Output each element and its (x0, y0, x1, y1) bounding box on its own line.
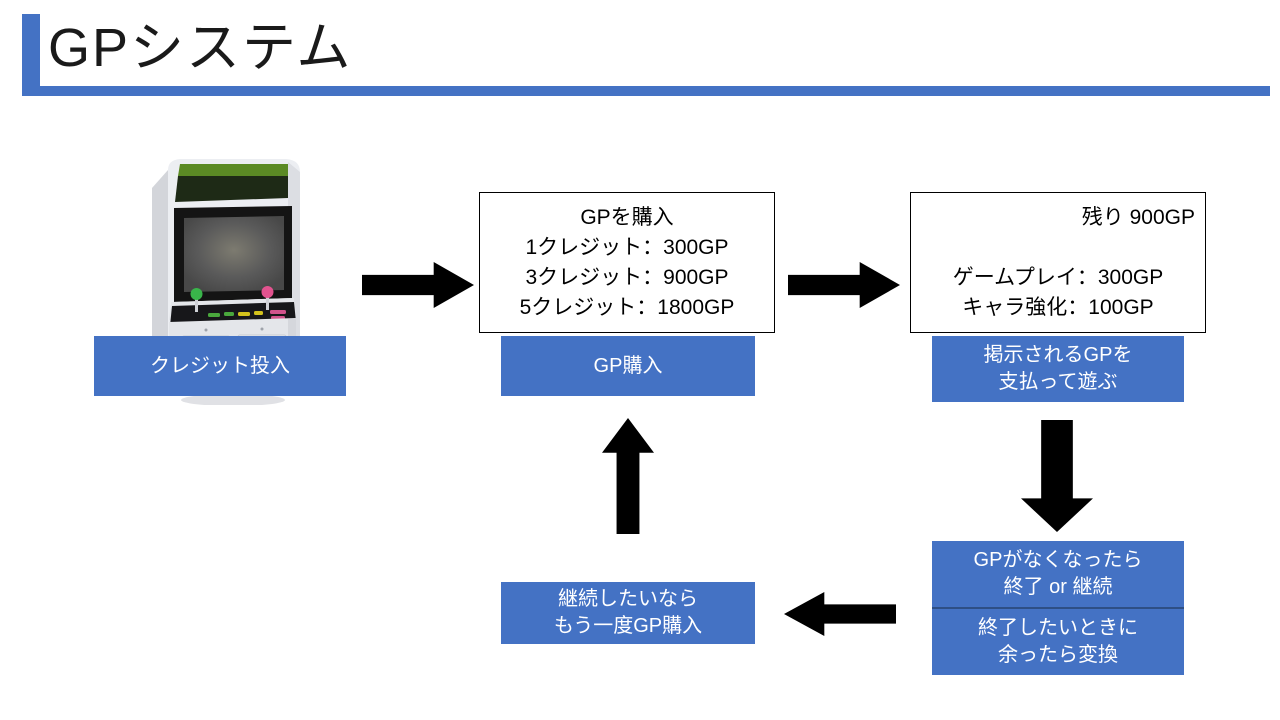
box-continue-repurchase-label: 継続したいなら (558, 588, 698, 610)
arrow-right-icon-purchase-to-play (788, 262, 900, 308)
detail-line: 3クレジット：900GP (525, 265, 729, 289)
arrow-up-icon-continue-to-purchase (602, 418, 654, 534)
box-gp-purchase-label: GP購入 (593, 354, 663, 377)
arrow-right-icon-credit-to-purchase (362, 262, 474, 308)
box-continue-repurchase-label: もう一度GP購入 (553, 615, 703, 637)
box-gp-purchase-detail: GPを購入 1クレジット：300GP 3クレジット：900GP 5クレジット：1… (479, 192, 775, 333)
detail-line: ゲームプレイ：300GP (952, 265, 1164, 289)
box-convert-leftover-label: 終了したいときに (978, 617, 1138, 639)
box-pay-and-play[interactable]: 掲示されるGPを 支払って遊ぶ (932, 336, 1184, 402)
box-out-of-gp[interactable]: GPがなくなったら 終了 or 継続 (932, 541, 1184, 607)
box-convert-leftover[interactable]: 終了したいときに 余ったら変換 (932, 609, 1184, 675)
box-pay-and-play-label: 支払って遊ぶ (998, 371, 1118, 393)
page-title: GPシステム (48, 18, 353, 78)
detail-line: 5クレジット：1800GP (519, 295, 735, 319)
box-convert-leftover-label: 余ったら変換 (998, 644, 1118, 666)
box-gp-purchase[interactable]: GP購入 (501, 336, 755, 396)
detail-line: キャラ強化：100GP (962, 295, 1154, 319)
arrow-down-icon-play-to-out-of-gp (1021, 420, 1093, 532)
arrow-left-icon-out-of-gp-to-continue (784, 592, 896, 636)
box-remaining-gp-detail: 残り 900GP ゲームプレイ：300GP キャラ強化：100GP (910, 192, 1206, 333)
box-pay-and-play-label: 掲示されるGPを (983, 344, 1133, 366)
detail-line: GPを購入 (580, 205, 674, 229)
box-out-of-gp-label: 終了 or 継続 (1003, 576, 1113, 598)
box-credit-insert[interactable]: クレジット投入 (94, 336, 346, 396)
detail-spacer (921, 233, 1195, 263)
box-credit-insert-label: クレジット投入 (150, 354, 290, 377)
title-accent-bar-horizontal (22, 86, 1270, 96)
title-accent-bar-vertical (22, 14, 40, 92)
box-out-of-gp-label: GPがなくなったら (973, 549, 1143, 571)
box-divider (932, 607, 1184, 609)
box-continue-repurchase[interactable]: 継続したいなら もう一度GP購入 (501, 582, 755, 644)
detail-line: 1クレジット：300GP (525, 235, 729, 259)
detail-line-remaining: 残り 900GP (1081, 205, 1195, 229)
slide-title-area: GPシステム (0, 0, 1280, 110)
